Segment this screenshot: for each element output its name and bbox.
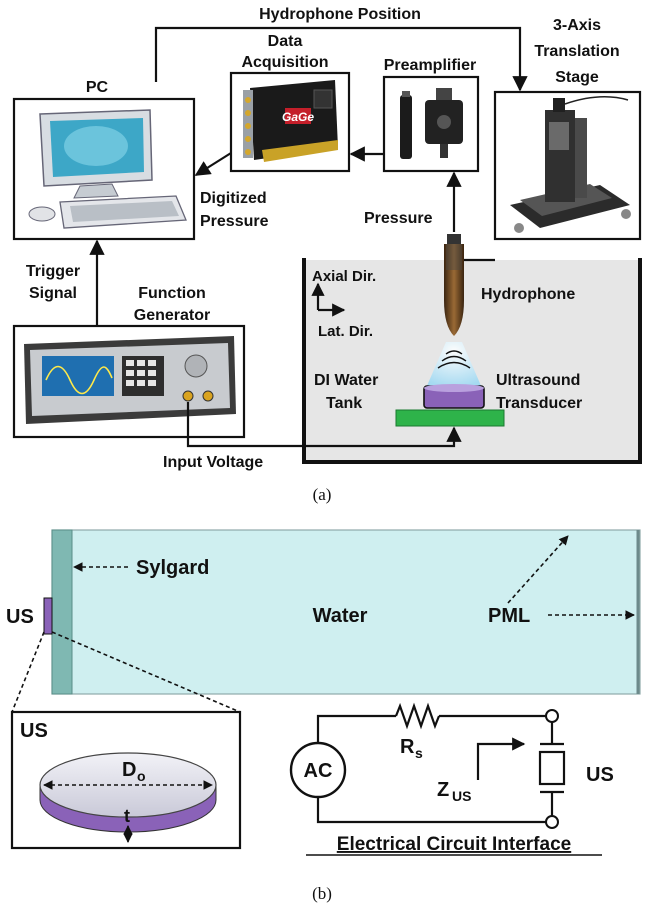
ac-source bbox=[289, 741, 347, 799]
caption-b: (b) bbox=[312, 884, 332, 903]
water-label-line2: Tank bbox=[326, 395, 362, 412]
stage-title-line2: Translation bbox=[534, 43, 619, 60]
pml-pointer-diagonal bbox=[507, 535, 569, 604]
caption-a: (a) bbox=[313, 485, 332, 504]
transducer-mount bbox=[395, 409, 505, 427]
impedance-label: Z bbox=[437, 779, 449, 801]
digitized-label-line1: Digitized bbox=[200, 190, 267, 207]
tank-water bbox=[304, 260, 640, 460]
us-load-symbol bbox=[538, 750, 566, 786]
inset-title: US bbox=[20, 720, 48, 742]
preamp-title: Preamplifier bbox=[384, 57, 476, 74]
circuit-title: Electrical Circuit Interface bbox=[337, 834, 571, 855]
translation-stage-icon bbox=[510, 96, 631, 233]
function-generator-icon bbox=[24, 336, 236, 424]
svg-text:GaGe: GaGe bbox=[282, 110, 314, 124]
trigger-label-line1: Trigger bbox=[26, 263, 80, 280]
pc-title: PC bbox=[86, 79, 109, 96]
fg-title-line2: Generator bbox=[134, 307, 210, 324]
impedance-arrow bbox=[476, 737, 526, 780]
wave-arc-2 bbox=[441, 355, 467, 362]
terminal-bottom bbox=[545, 815, 559, 829]
computer-icon bbox=[28, 109, 187, 229]
impedance-subscript: US bbox=[452, 788, 471, 804]
fg-title-line1: Function bbox=[138, 285, 206, 302]
daq-to-pc-arrow bbox=[194, 152, 232, 176]
us-domain-label: US bbox=[6, 606, 34, 628]
us-load-label: US bbox=[586, 764, 614, 786]
lateral-label: Lat. Dir. bbox=[318, 323, 373, 340]
us-element bbox=[43, 597, 53, 635]
hydrophone-icon bbox=[444, 234, 464, 336]
diameter-subscript: o bbox=[137, 768, 146, 784]
transducer-top-face bbox=[424, 384, 484, 392]
ac-source-label: AC bbox=[304, 760, 333, 782]
sylgard-layer bbox=[51, 529, 73, 695]
panel-b: US Sylgard Water PML US D o t bbox=[6, 529, 641, 903]
wave-arc-3 bbox=[437, 361, 471, 369]
input-voltage-label: Input Voltage bbox=[163, 454, 263, 471]
ultrasound-beam bbox=[426, 342, 482, 388]
electrical-circuit: AC US Z US R s bbox=[289, 702, 614, 829]
preamplifier-icon bbox=[400, 88, 463, 159]
trigger-label-line2: Signal bbox=[29, 285, 77, 302]
panel-a: Hydrophone Position PC Data Acquisition bbox=[12, 6, 642, 504]
input-voltage-wire bbox=[186, 402, 462, 448]
thickness-label: t bbox=[124, 806, 130, 826]
resistor-subscript: s bbox=[415, 745, 423, 761]
daq-title-line1: Data bbox=[268, 33, 303, 50]
pml-label: PML bbox=[488, 605, 530, 627]
hydrophone-position-label: Hydrophone Position bbox=[259, 6, 421, 23]
diameter-label: D bbox=[122, 759, 136, 781]
zoom-line-right bbox=[51, 631, 241, 713]
zoom-line-left bbox=[11, 631, 45, 713]
daq-card-icon: GaGe bbox=[243, 80, 338, 162]
transducer-label-line1: Ultrasound bbox=[496, 372, 580, 389]
wave-arc-1 bbox=[445, 350, 463, 355]
stage-title-line1: 3-Axis bbox=[553, 17, 601, 34]
water-label-line1: DI Water bbox=[314, 372, 378, 389]
hydrophone-position-arrow bbox=[154, 26, 528, 92]
sylgard-label: Sylgard bbox=[136, 557, 209, 579]
daq-title-line2: Acquisition bbox=[241, 54, 328, 71]
digitized-label-line2: Pressure bbox=[200, 213, 269, 230]
resistor-rs bbox=[394, 702, 441, 730]
hydrophone-label: Hydrophone bbox=[481, 286, 575, 303]
stage-title-line3: Stage bbox=[555, 69, 599, 86]
water-domain-label: Water bbox=[313, 605, 368, 627]
resistor-label: R bbox=[400, 736, 415, 758]
terminal-top bbox=[545, 709, 559, 723]
tank-walls bbox=[302, 258, 642, 464]
axial-label: Axial Dir. bbox=[312, 268, 376, 285]
pressure-label: Pressure bbox=[364, 210, 433, 227]
transducer-label-line2: Transducer bbox=[496, 395, 582, 412]
